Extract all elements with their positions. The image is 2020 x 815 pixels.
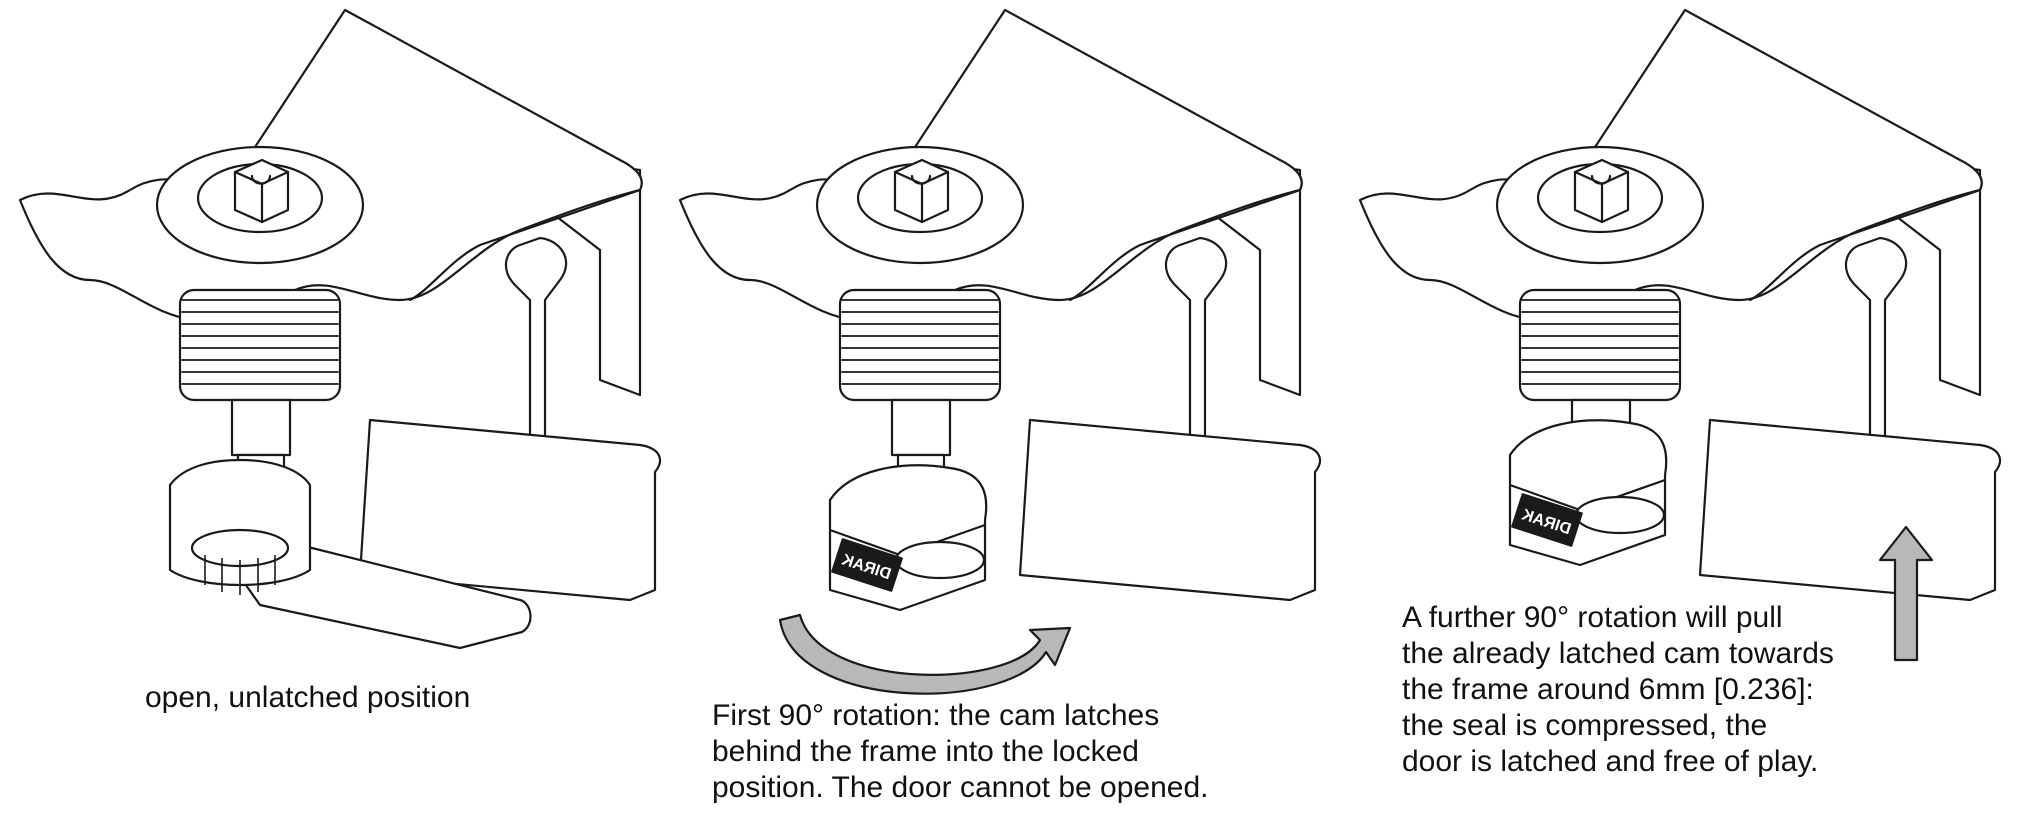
- rotation-arrow-icon: [778, 613, 1072, 695]
- caption-line: First 90° rotation: the cam latches: [712, 699, 1160, 732]
- caption-line: A further 90° rotation will pull: [1402, 601, 1783, 634]
- caption-line: door is latched and free of play.: [1402, 745, 1819, 778]
- caption-open: open, unlatched position: [145, 680, 470, 716]
- caption-line: open, unlatched position: [145, 681, 471, 714]
- caption-latched: First 90° rotation: the cam latches behi…: [712, 698, 1209, 806]
- pull-up-arrow-icon: [1878, 525, 1934, 662]
- panel-pulled-assembly: DIRAK: [1358, 8, 2002, 602]
- panel-open-assembly: [18, 8, 662, 650]
- caption-line: the seal is compressed, the: [1402, 709, 1768, 742]
- caption-line: the already latched cam towards: [1402, 637, 1834, 670]
- caption-line: behind the frame into the locked: [712, 735, 1139, 768]
- caption-line: the frame around 6mm [0.236]:: [1402, 673, 1814, 706]
- caption-pulled: A further 90° rotation will pull the alr…: [1402, 600, 1834, 780]
- panel-latched-assembly: DIRAK: [678, 8, 1322, 612]
- caption-line: position. The door cannot be opened.: [712, 771, 1209, 804]
